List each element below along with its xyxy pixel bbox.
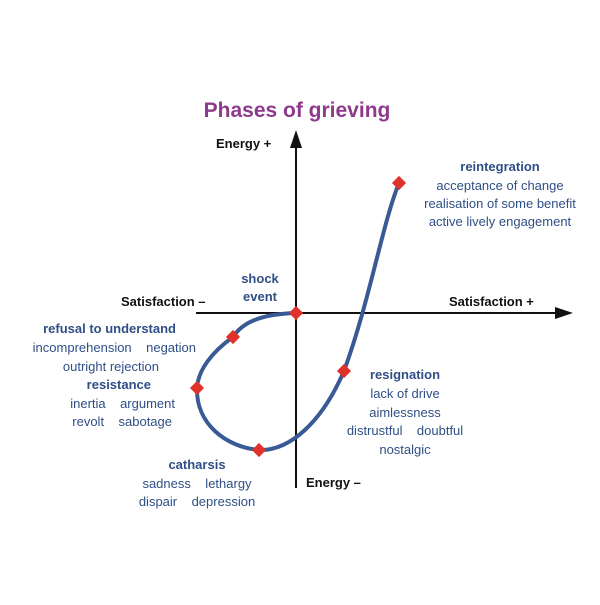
diagram-title: Phases of grieving <box>204 99 391 122</box>
refusal-line-1: incomprehension negation <box>33 340 196 355</box>
resignation-heading: resignation <box>370 367 440 382</box>
catharsis-heading: catharsis <box>168 457 225 472</box>
axis-label-satisfaction-minus: Satisfaction – <box>121 294 206 309</box>
resistance-line-1: inertia argument <box>70 396 175 411</box>
vertical-axis-arrow <box>290 130 302 148</box>
refusal-line-2: outright rejection <box>63 359 159 374</box>
marker-catharsis <box>251 442 267 458</box>
reintegration-line-2: realisation of some benefit <box>424 196 576 211</box>
axis-label-energy-minus: Energy – <box>306 475 361 490</box>
reintegration-heading: reintegration <box>460 159 540 174</box>
resignation-line-4: nostalgic <box>379 442 431 457</box>
catharsis-line-1: sadness lethargy <box>142 476 252 491</box>
marker-resistance <box>189 380 205 396</box>
refusal-heading: refusal to understand <box>43 321 176 336</box>
resignation-line-3: distrustful doubtful <box>347 423 463 438</box>
reintegration-line-1: acceptance of change <box>436 178 563 193</box>
catharsis-line-2: dispair depression <box>139 494 255 509</box>
resignation-line-1: lack of drive <box>370 386 439 401</box>
marker-reintegration <box>391 175 407 191</box>
marker-resignation <box>336 363 352 379</box>
horizontal-axis-arrow <box>555 307 573 319</box>
resignation-line-2: aimlessness <box>369 405 441 420</box>
marker-shock-event <box>288 305 304 321</box>
reintegration-line-3: active lively engagement <box>429 214 572 229</box>
shock-heading: shock <box>241 271 279 286</box>
resistance-line-2: revolt sabotage <box>72 414 172 429</box>
axis-label-energy-plus: Energy + <box>216 136 272 151</box>
axis-label-satisfaction-plus: Satisfaction + <box>449 294 534 309</box>
event-heading: event <box>243 289 278 304</box>
resistance-heading: resistance <box>87 377 151 392</box>
marker-refusal <box>225 329 241 345</box>
